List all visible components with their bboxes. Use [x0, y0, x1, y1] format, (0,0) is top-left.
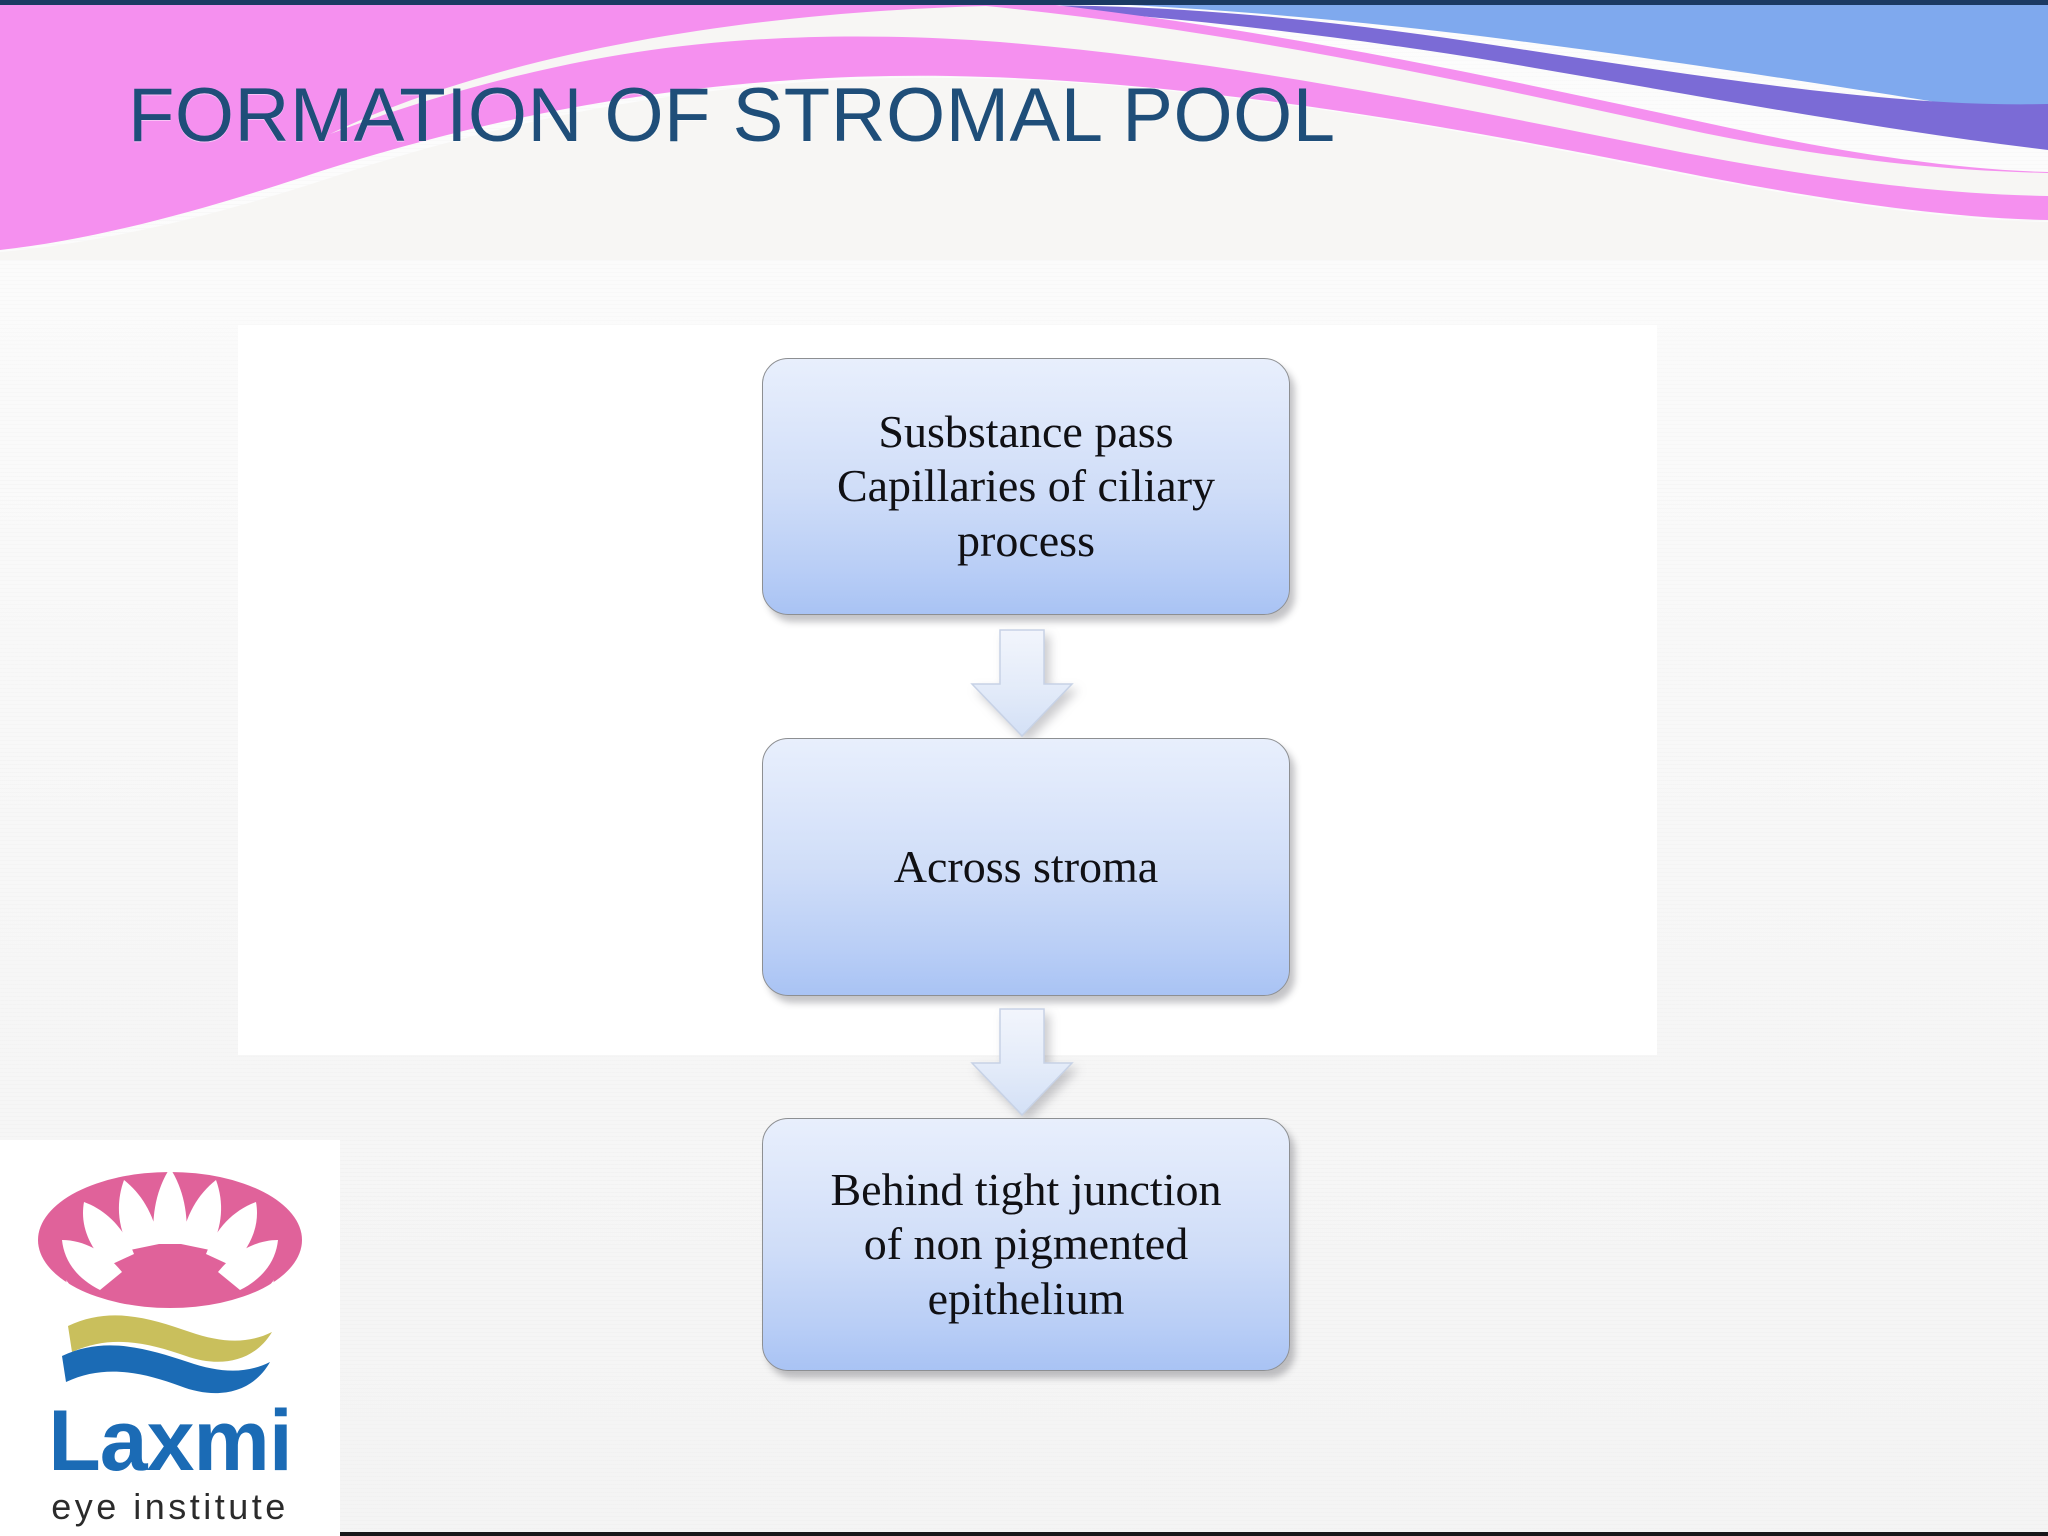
top-rule	[0, 0, 2048, 5]
flow-step-3[interactable]: Behind tight junction of non pigmented e…	[762, 1118, 1290, 1371]
wave-white-shape	[330, 6, 2048, 196]
wave-blue-shape	[62, 1345, 270, 1394]
down-arrow-icon-2	[966, 1007, 1078, 1119]
bottom-rule	[340, 1532, 2048, 1536]
wave-pink-shape	[0, 0, 2048, 250]
logo-wordmark: Laxmi	[48, 1393, 292, 1489]
logo-plate: Laxmi eye institute	[0, 1140, 340, 1536]
wave-blue-shape	[980, 0, 2048, 120]
flow-step-1-text: Susbstance pass Capillaries of ciliary p…	[836, 406, 1216, 566]
wave-base-white-shape	[0, 77, 2048, 260]
wave-purple-shape	[1000, 5, 2048, 150]
logo-tagline: eye institute	[51, 1486, 289, 1527]
down-arrow-icon-1	[966, 628, 1078, 740]
header-wave-decoration	[0, 0, 2048, 260]
flow-step-1[interactable]: Susbstance pass Capillaries of ciliary p…	[762, 358, 1290, 615]
flow-step-2[interactable]: Across stroma	[762, 738, 1290, 996]
flow-step-2-text: Across stroma	[893, 840, 1159, 892]
wave-gold-shape	[68, 1315, 272, 1362]
flow-step-3-text: Behind tight junction of non pigmented e…	[830, 1164, 1222, 1324]
page-title: FORMATION OF STROMAL POOL	[128, 73, 1336, 158]
